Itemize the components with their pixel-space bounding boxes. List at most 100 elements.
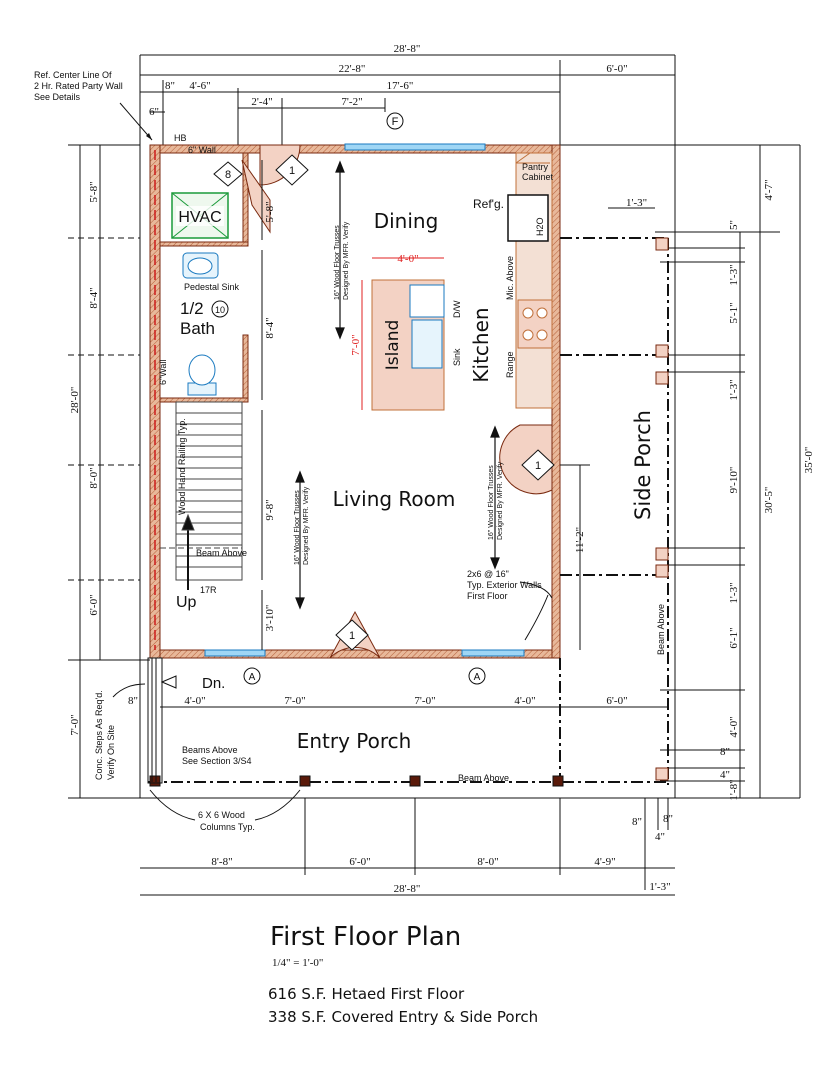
up-label: Up bbox=[176, 594, 197, 611]
interior-walls bbox=[159, 152, 249, 403]
interior-dimensions bbox=[261, 160, 590, 650]
beams-above-note-2: See Section 3/S4 bbox=[182, 756, 252, 766]
dim-porch-4-0b: 4'-0" bbox=[514, 695, 535, 707]
dining-label: Dining bbox=[374, 209, 439, 233]
refg-label: Ref'g. bbox=[473, 197, 504, 211]
pedestal-sink bbox=[182, 252, 219, 279]
island-length-dim: 7'-0" bbox=[350, 334, 362, 355]
sink-label: Sink bbox=[452, 348, 462, 366]
risers-label: 17R bbox=[200, 585, 217, 595]
beam-above-stair-label: Beam Above bbox=[196, 548, 247, 558]
dim-bot-8b: 8" bbox=[663, 813, 673, 825]
range-label: Range bbox=[505, 351, 515, 378]
dim-right-4: 4" bbox=[720, 769, 730, 781]
door-tag-1-bottom: 1 bbox=[349, 630, 355, 642]
island-width-dim: 4'-0" bbox=[397, 253, 418, 265]
dim-inner-5-8: 5'-8" bbox=[264, 201, 276, 222]
dim-right-1-8: 1'-8" bbox=[728, 779, 740, 800]
dim-top-overall: 28'-8" bbox=[394, 43, 421, 55]
hvac-label: HVAC bbox=[178, 209, 221, 226]
columns-note-2: Columns Typ. bbox=[200, 822, 255, 832]
window-tag-a-right: A bbox=[474, 672, 481, 683]
truss-note-kitchen-1: 16" Wood Floor Trusses bbox=[488, 465, 495, 540]
dim-right-35-0: 35'-0" bbox=[803, 447, 815, 474]
side-porch-label: Side Porch bbox=[631, 410, 655, 520]
top-dimensions bbox=[140, 54, 675, 232]
party-wall-note: Ref. Center Line Of 2 Hr. Rated Party Wa… bbox=[34, 70, 153, 141]
pantry-label-1: Pantry bbox=[522, 162, 549, 172]
tag-8: 8 bbox=[225, 169, 231, 181]
truss-note-dining-2: Designed By MFR. Verify bbox=[343, 221, 350, 300]
dim-bot-1-3: 1'-3" bbox=[649, 881, 670, 893]
dim-left-5-8: 5'-8" bbox=[88, 181, 100, 202]
dim-bot-8-0: 8'-0" bbox=[477, 856, 498, 868]
side-porch-outline bbox=[560, 237, 669, 785]
truss-note-living-1: 16" Wood Floor Trusses bbox=[294, 490, 301, 565]
dim-left-28: 28'-0" bbox=[69, 387, 81, 414]
dim-bot-overall: 28'-8" bbox=[394, 883, 421, 895]
plan-title: First Floor Plan bbox=[270, 922, 462, 952]
dim-right-4-7: 4'-7" bbox=[763, 179, 775, 200]
conc-steps-note-1: Conc. Steps As Req'd. bbox=[94, 690, 104, 780]
truss-note-living-2: Designed By MFR. Verify bbox=[303, 486, 310, 565]
dim-right-9-10: 9'-10" bbox=[728, 467, 740, 494]
dim-top-8: 8" bbox=[165, 80, 175, 92]
reference-frame bbox=[68, 55, 676, 799]
dim-left-8-0: 8'-0" bbox=[88, 467, 100, 488]
window-tag-a-left: A bbox=[249, 672, 256, 683]
exterior-walls-note-2: Typ. Exterior Walls bbox=[467, 580, 542, 590]
dim-left-8-4: 8'-4" bbox=[88, 287, 100, 308]
dim-bot-4: 4" bbox=[655, 831, 665, 843]
entry-porch-outline bbox=[148, 658, 668, 783]
mic-above-label: Mic. Above bbox=[505, 256, 515, 300]
pedestal-sink-label: Pedestal Sink bbox=[184, 282, 240, 292]
kitchen-cabinets bbox=[507, 152, 553, 409]
pantry-label-2: Cabinet bbox=[522, 172, 554, 182]
label-6in-wall-vertical: 6"Wall bbox=[158, 360, 168, 385]
dw-label: D/W bbox=[452, 300, 462, 318]
dim-bot-8a: 8" bbox=[632, 816, 642, 828]
kitchen-label: Kitchen bbox=[469, 307, 493, 382]
door-tag-1-top: 1 bbox=[289, 165, 295, 177]
island-label: Island bbox=[383, 320, 403, 371]
columns-note-1: 6 X 6 Wood bbox=[198, 810, 245, 820]
beams-above-note-1: Beams Above bbox=[182, 745, 238, 755]
dim-top-6: 6" bbox=[149, 106, 159, 118]
party-wall-note-line1: Ref. Center Line Of bbox=[34, 70, 112, 80]
dim-right-30-5: 30'-5" bbox=[763, 487, 775, 514]
area-porch: 338 S.F. Covered Entry & Side Porch bbox=[268, 1008, 539, 1026]
beam-above-side-label: Beam Above bbox=[656, 604, 666, 655]
window-tag-f-label: F bbox=[392, 116, 399, 128]
dim-porch-4-0: 4'-0" bbox=[184, 695, 205, 707]
dim-inner-11-2: 11'-2" bbox=[574, 527, 586, 553]
dim-top-2-4: 2'-4" bbox=[251, 96, 272, 108]
tag-10: 10 bbox=[215, 305, 225, 315]
dim-right-1-3b: 1'-3" bbox=[728, 379, 740, 400]
porch-posts-side bbox=[655, 237, 669, 781]
dim-top-7-2: 7'-2" bbox=[341, 96, 362, 108]
truss-arrows bbox=[295, 160, 500, 610]
dim-right-5: 5" bbox=[728, 220, 740, 230]
dn-label: Dn. bbox=[202, 675, 225, 692]
dim-top-4-6: 4'-6" bbox=[189, 80, 210, 92]
label-6in-wall: 6" Wall bbox=[188, 145, 216, 155]
dim-porch-1-3: 1'-3" bbox=[626, 197, 647, 209]
dim-porch-7-0a: 7'-0" bbox=[284, 695, 305, 707]
living-room-label: Living Room bbox=[333, 487, 456, 511]
toilet bbox=[187, 354, 217, 396]
conc-steps-note-2: Verify On Site bbox=[106, 725, 116, 780]
island bbox=[361, 257, 445, 411]
dim-right-1-3a: 1'-3" bbox=[728, 264, 740, 285]
dim-top-porch: 6'-0" bbox=[606, 63, 627, 75]
right-dimensions bbox=[560, 144, 801, 799]
dim-right-6-1: 6'-1" bbox=[728, 627, 740, 648]
exterior-walls-note-1: 2x6 @ 16" bbox=[467, 569, 509, 579]
window-tag-f bbox=[386, 112, 404, 130]
exterior-walls-note-3: First Floor bbox=[467, 591, 508, 601]
door-tag-1-right: 1 bbox=[535, 460, 541, 472]
truss-note-dining-1: 16" Wood Floor Trusses bbox=[334, 225, 341, 300]
bath-half-label: 1/2 bbox=[180, 299, 204, 318]
steps bbox=[147, 657, 163, 784]
dim-porch-7-0b: 7'-0" bbox=[414, 695, 435, 707]
